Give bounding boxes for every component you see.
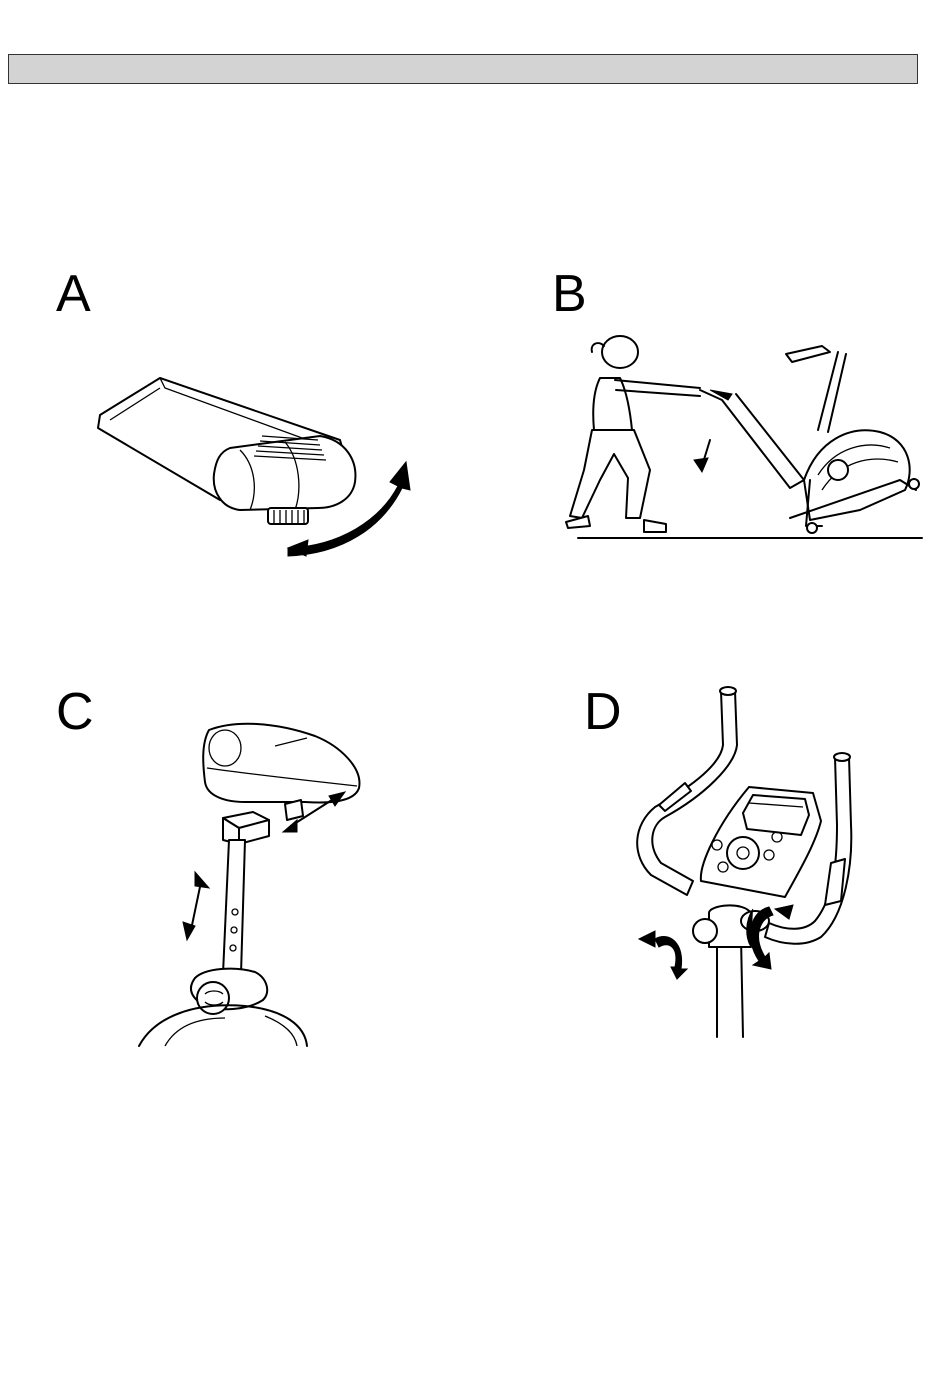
figure-a-leveling-foot: [90, 370, 430, 565]
tilt-and-roll-arrow-icon: [694, 440, 710, 472]
figure-b-tilting-bike: [560, 330, 930, 550]
header-bar: [8, 54, 918, 84]
panel-label-a: A: [56, 268, 91, 320]
figure-c-seat-adjust: [135, 716, 375, 1051]
panel-label-b: B: [552, 268, 587, 320]
seat-adjust-double-arrow-icon: [183, 792, 345, 940]
panel-label-c: C: [56, 686, 94, 738]
figure-d-handlebar-console: [625, 685, 870, 1040]
panel-label-d: D: [584, 686, 622, 738]
